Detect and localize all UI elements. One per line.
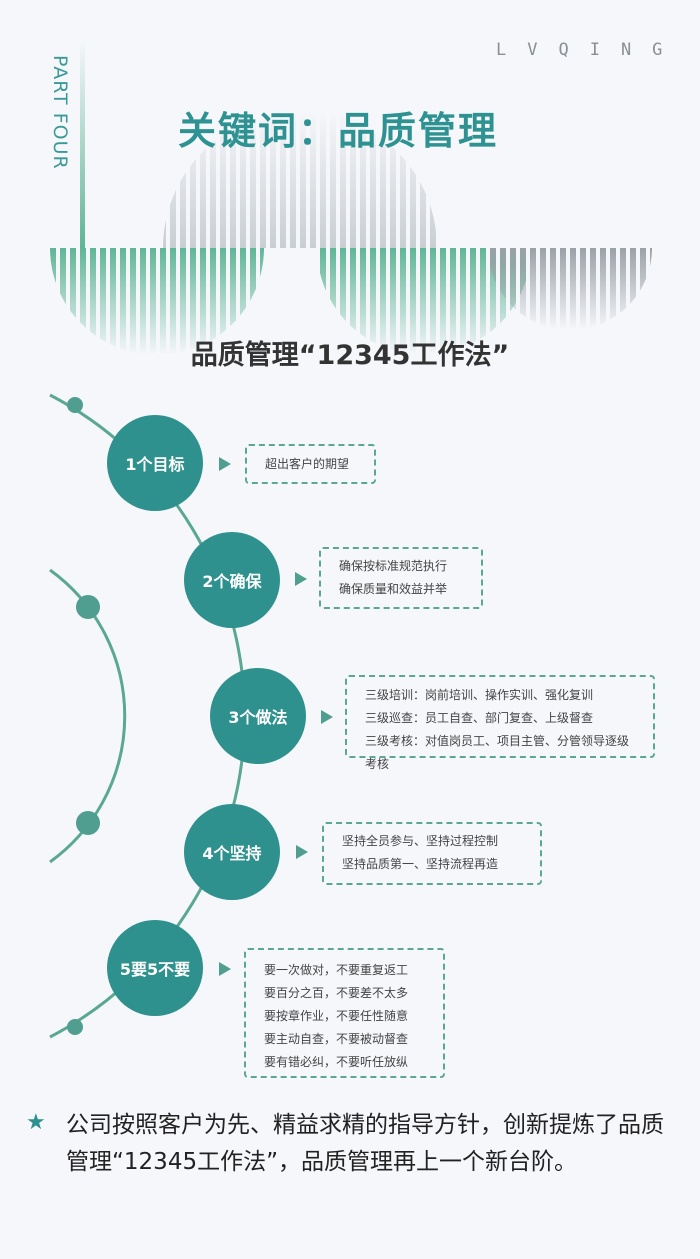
step-line: 确保按标准规范执行: [339, 559, 448, 573]
step-line: 三级巡查：员工自查、部门复查、上级督查: [365, 711, 594, 725]
brand-logo: LVQING: [496, 40, 684, 60]
footer-text: 公司按照客户为先、精益求精的指导方针，创新提炼了品质管理“12345工作法”，品…: [66, 1112, 664, 1175]
arrow-icon: [321, 710, 333, 724]
step-box-2: 确保按标准规范执行 确保质量和效益并举: [319, 547, 483, 609]
part-label: PART FOUR: [49, 55, 71, 170]
arrow-icon: [295, 572, 307, 586]
step-line: 要主动自查，不要被动督查: [264, 1032, 409, 1046]
arrow-icon: [219, 457, 231, 471]
star-icon: ★: [26, 1110, 46, 1135]
step-line: 超出客户的期望: [265, 457, 350, 471]
step-node-1: 1个目标: [107, 415, 203, 511]
step-box-4: 坚持全员参与、坚持过程控制 坚持品质第一、坚持流程再造: [322, 822, 542, 885]
step-node-3: 3个做法: [210, 668, 306, 764]
step-line: 三级培训：岗前培训、操作实训、强化复训: [365, 688, 594, 702]
step-line: 要百分之百，不要差不太多: [264, 986, 409, 1000]
step-line: 要一次做对，不要重复返工: [264, 963, 409, 977]
step-line: 三级考核：对值岗员工、项目主管、分管领导逐级考核: [365, 734, 630, 771]
step-line: 要按章作业，不要任性随意: [264, 1009, 409, 1023]
step-line: 坚持全员参与、坚持过程控制: [342, 834, 499, 848]
page-title: 关键词：品质管理: [178, 109, 499, 153]
arrow-icon: [219, 962, 231, 976]
step-box-1: 超出客户的期望: [245, 444, 376, 484]
step-node-4: 4个坚持: [184, 804, 280, 900]
step-box-3: 三级培训：岗前培训、操作实训、强化复训 三级巡查：员工自查、部门复查、上级督查 …: [345, 675, 655, 771]
dot: [67, 397, 83, 413]
step-node-5: 5要5不要: [107, 920, 203, 1016]
step-line: 坚持品质第一、坚持流程再造: [342, 857, 499, 871]
dot: [76, 811, 100, 835]
step-line: 确保质量和效益并举: [339, 582, 448, 596]
step-line: 要有错必纠，不要听任放纵: [264, 1055, 409, 1069]
step-box-5: 要一次做对，不要重复返工 要百分之百，不要差不太多 要按章作业，不要任性随意 要…: [244, 948, 445, 1078]
arrow-icon: [296, 845, 308, 859]
subtitle: 品质管理“12345工作法”: [190, 340, 510, 371]
step-node-2: 2个确保: [184, 532, 280, 628]
dot: [76, 595, 100, 619]
dot: [67, 1019, 83, 1035]
